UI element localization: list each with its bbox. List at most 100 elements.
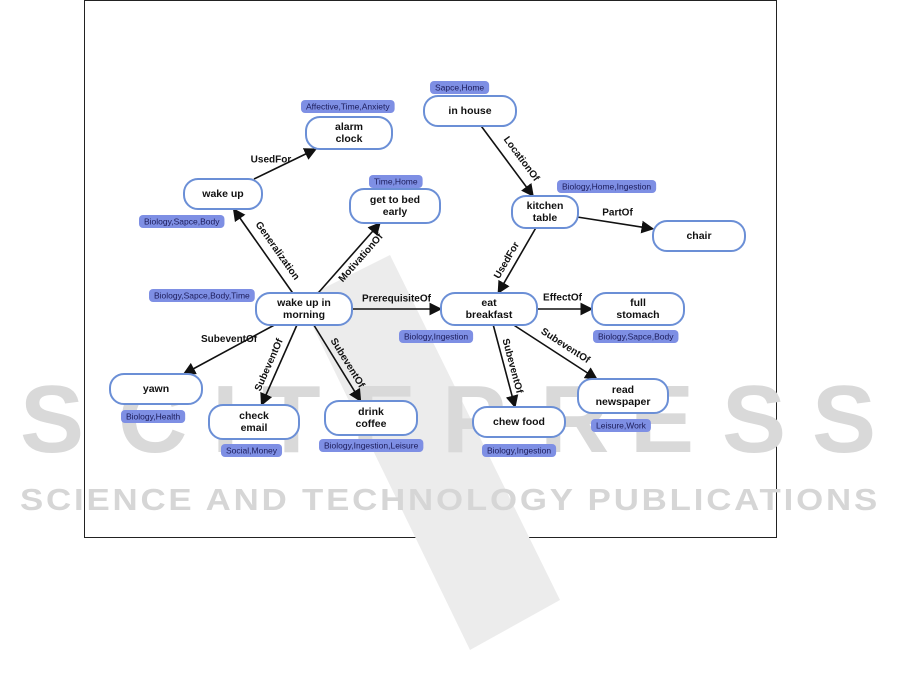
node-box xyxy=(208,404,300,440)
node-label: breakfast xyxy=(466,309,513,321)
edge-label: UsedFor xyxy=(251,155,292,166)
watermark-wedge xyxy=(300,255,560,650)
node-label: table xyxy=(533,212,558,224)
category-tag: Sapce,Home xyxy=(430,81,490,94)
category-tag-background xyxy=(430,81,490,94)
category-tag: Time,Home xyxy=(369,175,423,188)
node-box xyxy=(183,178,263,210)
category-tag-text: Time,Home xyxy=(374,176,418,186)
node-label: newspaper xyxy=(596,396,651,408)
node-label: chew food xyxy=(493,416,545,428)
node-label: early xyxy=(383,206,408,218)
category-tag-text: Biology,Ingestion xyxy=(487,445,551,455)
category-tag-background xyxy=(591,419,651,432)
tags: Affective,Time,AnxietyBiology,Sapce,Body… xyxy=(121,81,679,457)
edge-label: PartOf xyxy=(602,208,633,219)
node-box xyxy=(109,373,203,405)
category-tag: Biology,Health xyxy=(121,410,186,423)
node-box xyxy=(255,292,353,326)
category-tag-text: Biology,Sapce,Body xyxy=(144,216,220,226)
edge-arrow xyxy=(480,125,534,198)
node-box xyxy=(652,220,746,252)
category-tag-text: Biology,Health xyxy=(126,411,180,421)
node-label: in house xyxy=(448,105,491,117)
category-tag: Social,Money xyxy=(221,444,283,457)
category-tag: Affective,Time,Anxiety xyxy=(301,100,395,113)
edge-arrow xyxy=(497,227,537,295)
node-box xyxy=(324,400,418,436)
category-tag-text: Social,Money xyxy=(226,445,278,455)
category-tag-background xyxy=(482,444,557,457)
watermark-letter: S xyxy=(722,366,786,473)
node-yawn: yawn xyxy=(109,373,203,405)
edge-label: Generalization xyxy=(253,220,302,283)
category-tag-background xyxy=(139,215,225,228)
node-box xyxy=(511,195,579,229)
node-label: kitchen xyxy=(527,200,564,212)
node-label: wake up xyxy=(201,188,243,200)
node-label: chair xyxy=(686,230,711,242)
node-box xyxy=(423,95,517,127)
category-tag-text: Sapce,Home xyxy=(435,82,484,92)
category-tag-background xyxy=(121,410,186,423)
category-tag: Biology,Ingestion xyxy=(482,444,557,457)
node-box xyxy=(349,188,441,224)
category-tag-text: Biology,Home,Ingestion xyxy=(562,181,651,191)
category-tag-background xyxy=(557,180,657,193)
node-label: stomach xyxy=(616,309,659,321)
category-tag-background xyxy=(149,289,255,302)
category-tag-background xyxy=(221,444,283,457)
node-box xyxy=(577,378,669,414)
watermark-letter: S xyxy=(20,366,84,473)
category-tag: Biology,Ingestion xyxy=(399,330,474,343)
category-tag-text: Affective,Time,Anxiety xyxy=(306,101,390,111)
edge-label: EffectOf xyxy=(543,293,583,304)
category-tag-text: Biology,Sapce,Body xyxy=(598,331,674,341)
node-wakeup: wake up xyxy=(183,178,263,210)
category-tag-text: Leisure,Work xyxy=(596,420,647,430)
node-box xyxy=(591,292,685,326)
node-label: full xyxy=(630,297,646,309)
node-chair: chair xyxy=(652,220,746,252)
category-tag: Biology,Ingestion,Leisure xyxy=(319,439,424,452)
edge-label: LocationOf xyxy=(501,135,542,184)
node-label: check xyxy=(239,410,269,422)
edge-arrow xyxy=(313,324,362,403)
category-tag: Biology,Sapce,Body,Time xyxy=(149,289,255,302)
category-tag-background xyxy=(399,330,474,343)
node-box xyxy=(305,116,393,150)
category-tag: Biology,Home,Ingestion xyxy=(557,180,657,193)
category-tag-background xyxy=(593,330,679,343)
node-box xyxy=(472,406,566,438)
node-label: coffee xyxy=(356,418,387,430)
edge-arrow xyxy=(182,324,275,375)
node-label: get to bed xyxy=(370,194,420,206)
edge-label: PrerequisiteOf xyxy=(362,294,432,305)
watermark-subtitle: SCIENCE AND TECHNOLOGY PUBLICATIONS xyxy=(20,482,880,517)
edge-arrow xyxy=(513,324,598,380)
node-label: morning xyxy=(283,309,325,321)
edge-arrow xyxy=(577,216,655,234)
edge-arrow xyxy=(317,222,381,294)
category-tag: Leisure,Work xyxy=(591,419,651,432)
node-house: in house xyxy=(423,95,517,127)
category-tag: Biology,Sapce,Body xyxy=(139,215,225,228)
category-tag-background xyxy=(369,175,423,188)
node-label: read xyxy=(612,384,634,396)
node-label: clock xyxy=(336,133,363,145)
edge-label: SubeventOf xyxy=(201,334,258,345)
category-tag-background xyxy=(319,439,424,452)
node-box xyxy=(440,292,538,326)
node-label: email xyxy=(241,422,268,434)
edge-arrow xyxy=(253,148,318,180)
